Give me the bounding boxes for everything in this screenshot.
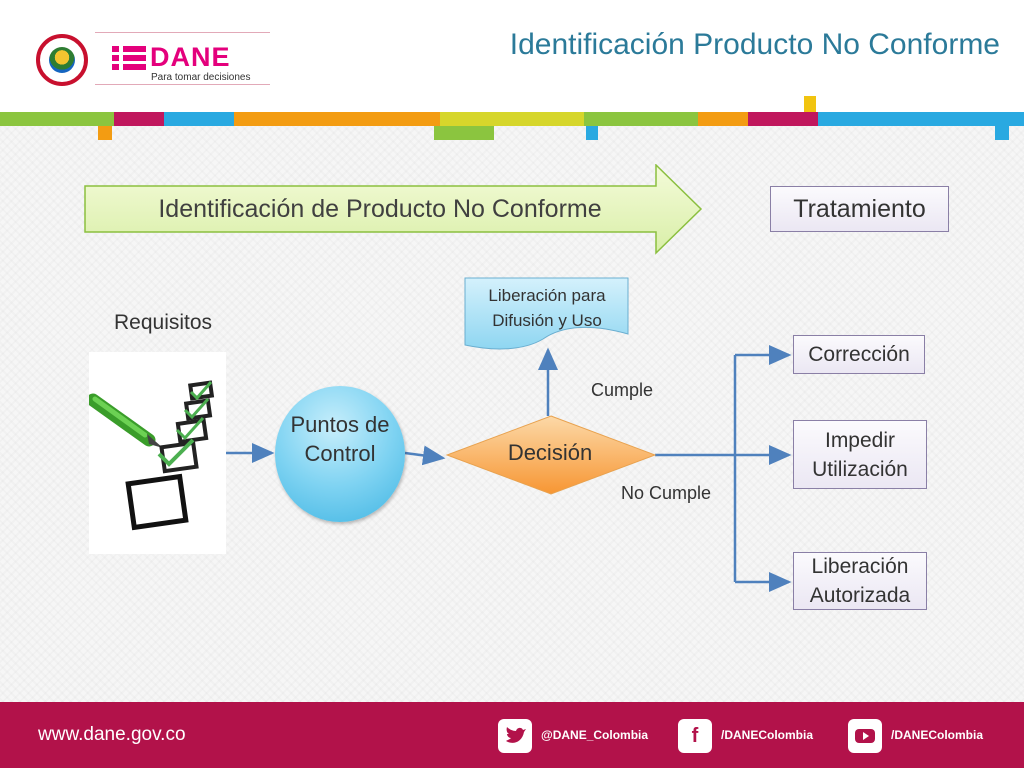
stage-arrow [84,164,703,255]
page-title: Identificación Producto No Conforme [509,28,1000,61]
facebook-icon[interactable]: f [678,719,712,753]
colombia-seal-icon [36,34,88,86]
header: DANE Para tomar decisiones Identificació… [0,0,1024,112]
logo-tagline: Para tomar decisiones [151,72,251,83]
twitter-icon[interactable] [498,719,532,753]
decision-diamond [445,415,657,495]
control-points-node [275,386,405,522]
liberacion-difusion-shape [464,277,629,350]
header-divider [95,84,270,85]
no-cumple-label: No Cumple [621,483,712,503]
checklist-icon [86,352,226,554]
control-points-label: Puntos de Control [290,412,390,466]
stage-arrow-label: Identificación de Producto No Conforme [158,195,602,223]
twitter-handle[interactable]: @DANE_Colombia [541,728,649,742]
tratamiento-box: Tratamiento [770,186,949,232]
youtube-handle[interactable]: /DANEColombia [891,728,984,742]
liberacion-difusion-label: Liberación para Difusión y Uso [488,286,606,330]
footer-website-link[interactable]: www.dane.gov.co [38,724,186,745]
facebook-handle[interactable]: /DANEColombia [721,728,814,742]
cumple-label: Cumple [591,380,654,400]
correccion-box: Corrección [793,335,925,374]
impedir-utilizacion-box: Impedir Utilización [793,420,927,489]
youtube-icon[interactable] [848,719,882,753]
header-divider [95,32,270,33]
liberacion-autorizada-box: Liberación Autorizada [793,552,927,610]
logo-name: DANE [150,42,231,72]
dane-logo-icon [112,46,146,70]
decision-label: Decisión [507,440,593,465]
flow-connectors [226,345,792,592]
requisitos-label: Requisitos [114,311,213,334]
